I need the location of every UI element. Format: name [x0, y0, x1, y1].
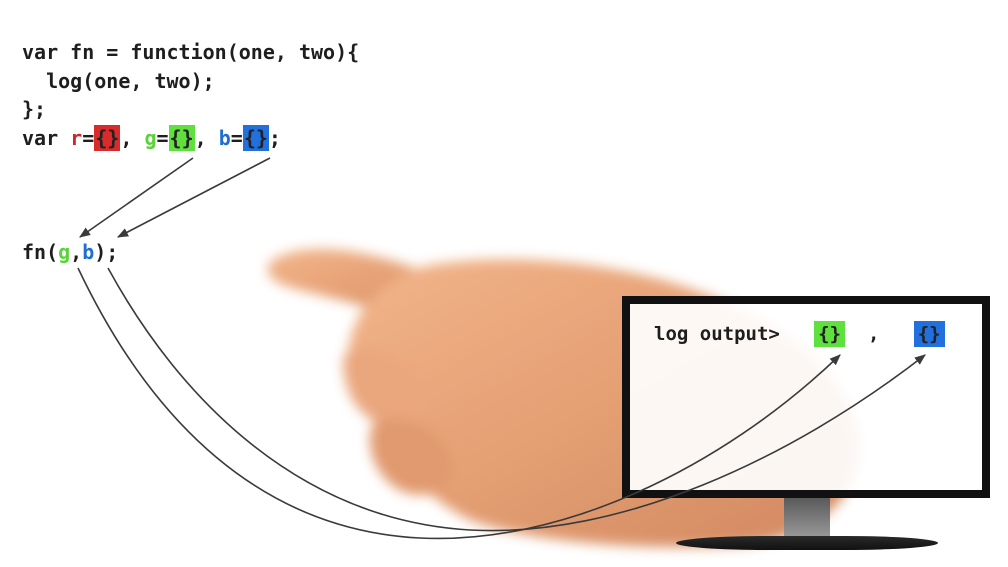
log-output-green-object: {}	[814, 321, 846, 347]
separator-1: ,	[120, 126, 145, 150]
arrow-g-to-output	[77, 267, 841, 540]
log-output-separator: ,	[867, 323, 880, 345]
code-line-log-call: log(one, two);	[22, 69, 215, 93]
monitor-stand-base	[676, 536, 938, 550]
code-line-close-brace: };	[22, 97, 47, 121]
fn-call-arg-g: g	[58, 240, 71, 264]
log-output-line: log output> {} , {}	[654, 320, 945, 348]
equals-r: =	[82, 126, 95, 150]
arrow-b-to-arg2	[117, 157, 271, 238]
code-line-function-decl: var fn = function(one, two){	[22, 40, 360, 64]
var-g-name: g	[144, 126, 157, 150]
separator-2: ,	[194, 126, 219, 150]
monitor-stand-neck	[784, 498, 830, 538]
b-object-box: {}	[242, 125, 269, 151]
g-object-box: {}	[168, 125, 195, 151]
statement-end: ;	[268, 126, 281, 150]
var-keyword: var	[22, 126, 71, 150]
log-output-blue-object: {}	[913, 321, 945, 347]
equals-g: =	[156, 126, 169, 150]
log-output-label: log output>	[654, 323, 780, 345]
r-object-box: {}	[94, 125, 121, 151]
arrow-g-to-arg1	[79, 157, 194, 238]
fn-call-comma: ,	[70, 240, 83, 264]
arrow-b-to-output	[107, 267, 926, 532]
fn-call-close: );	[94, 240, 119, 264]
code-line-fn-call: fn(g,b);	[22, 238, 118, 266]
fn-call-arg-b: b	[82, 240, 95, 264]
fn-call-open: fn(	[22, 240, 59, 264]
equals-b: =	[230, 126, 243, 150]
var-b-name: b	[218, 126, 231, 150]
code-line-var-decl: var r={}, g={}, b={};	[22, 124, 281, 152]
var-r-name: r	[70, 126, 83, 150]
